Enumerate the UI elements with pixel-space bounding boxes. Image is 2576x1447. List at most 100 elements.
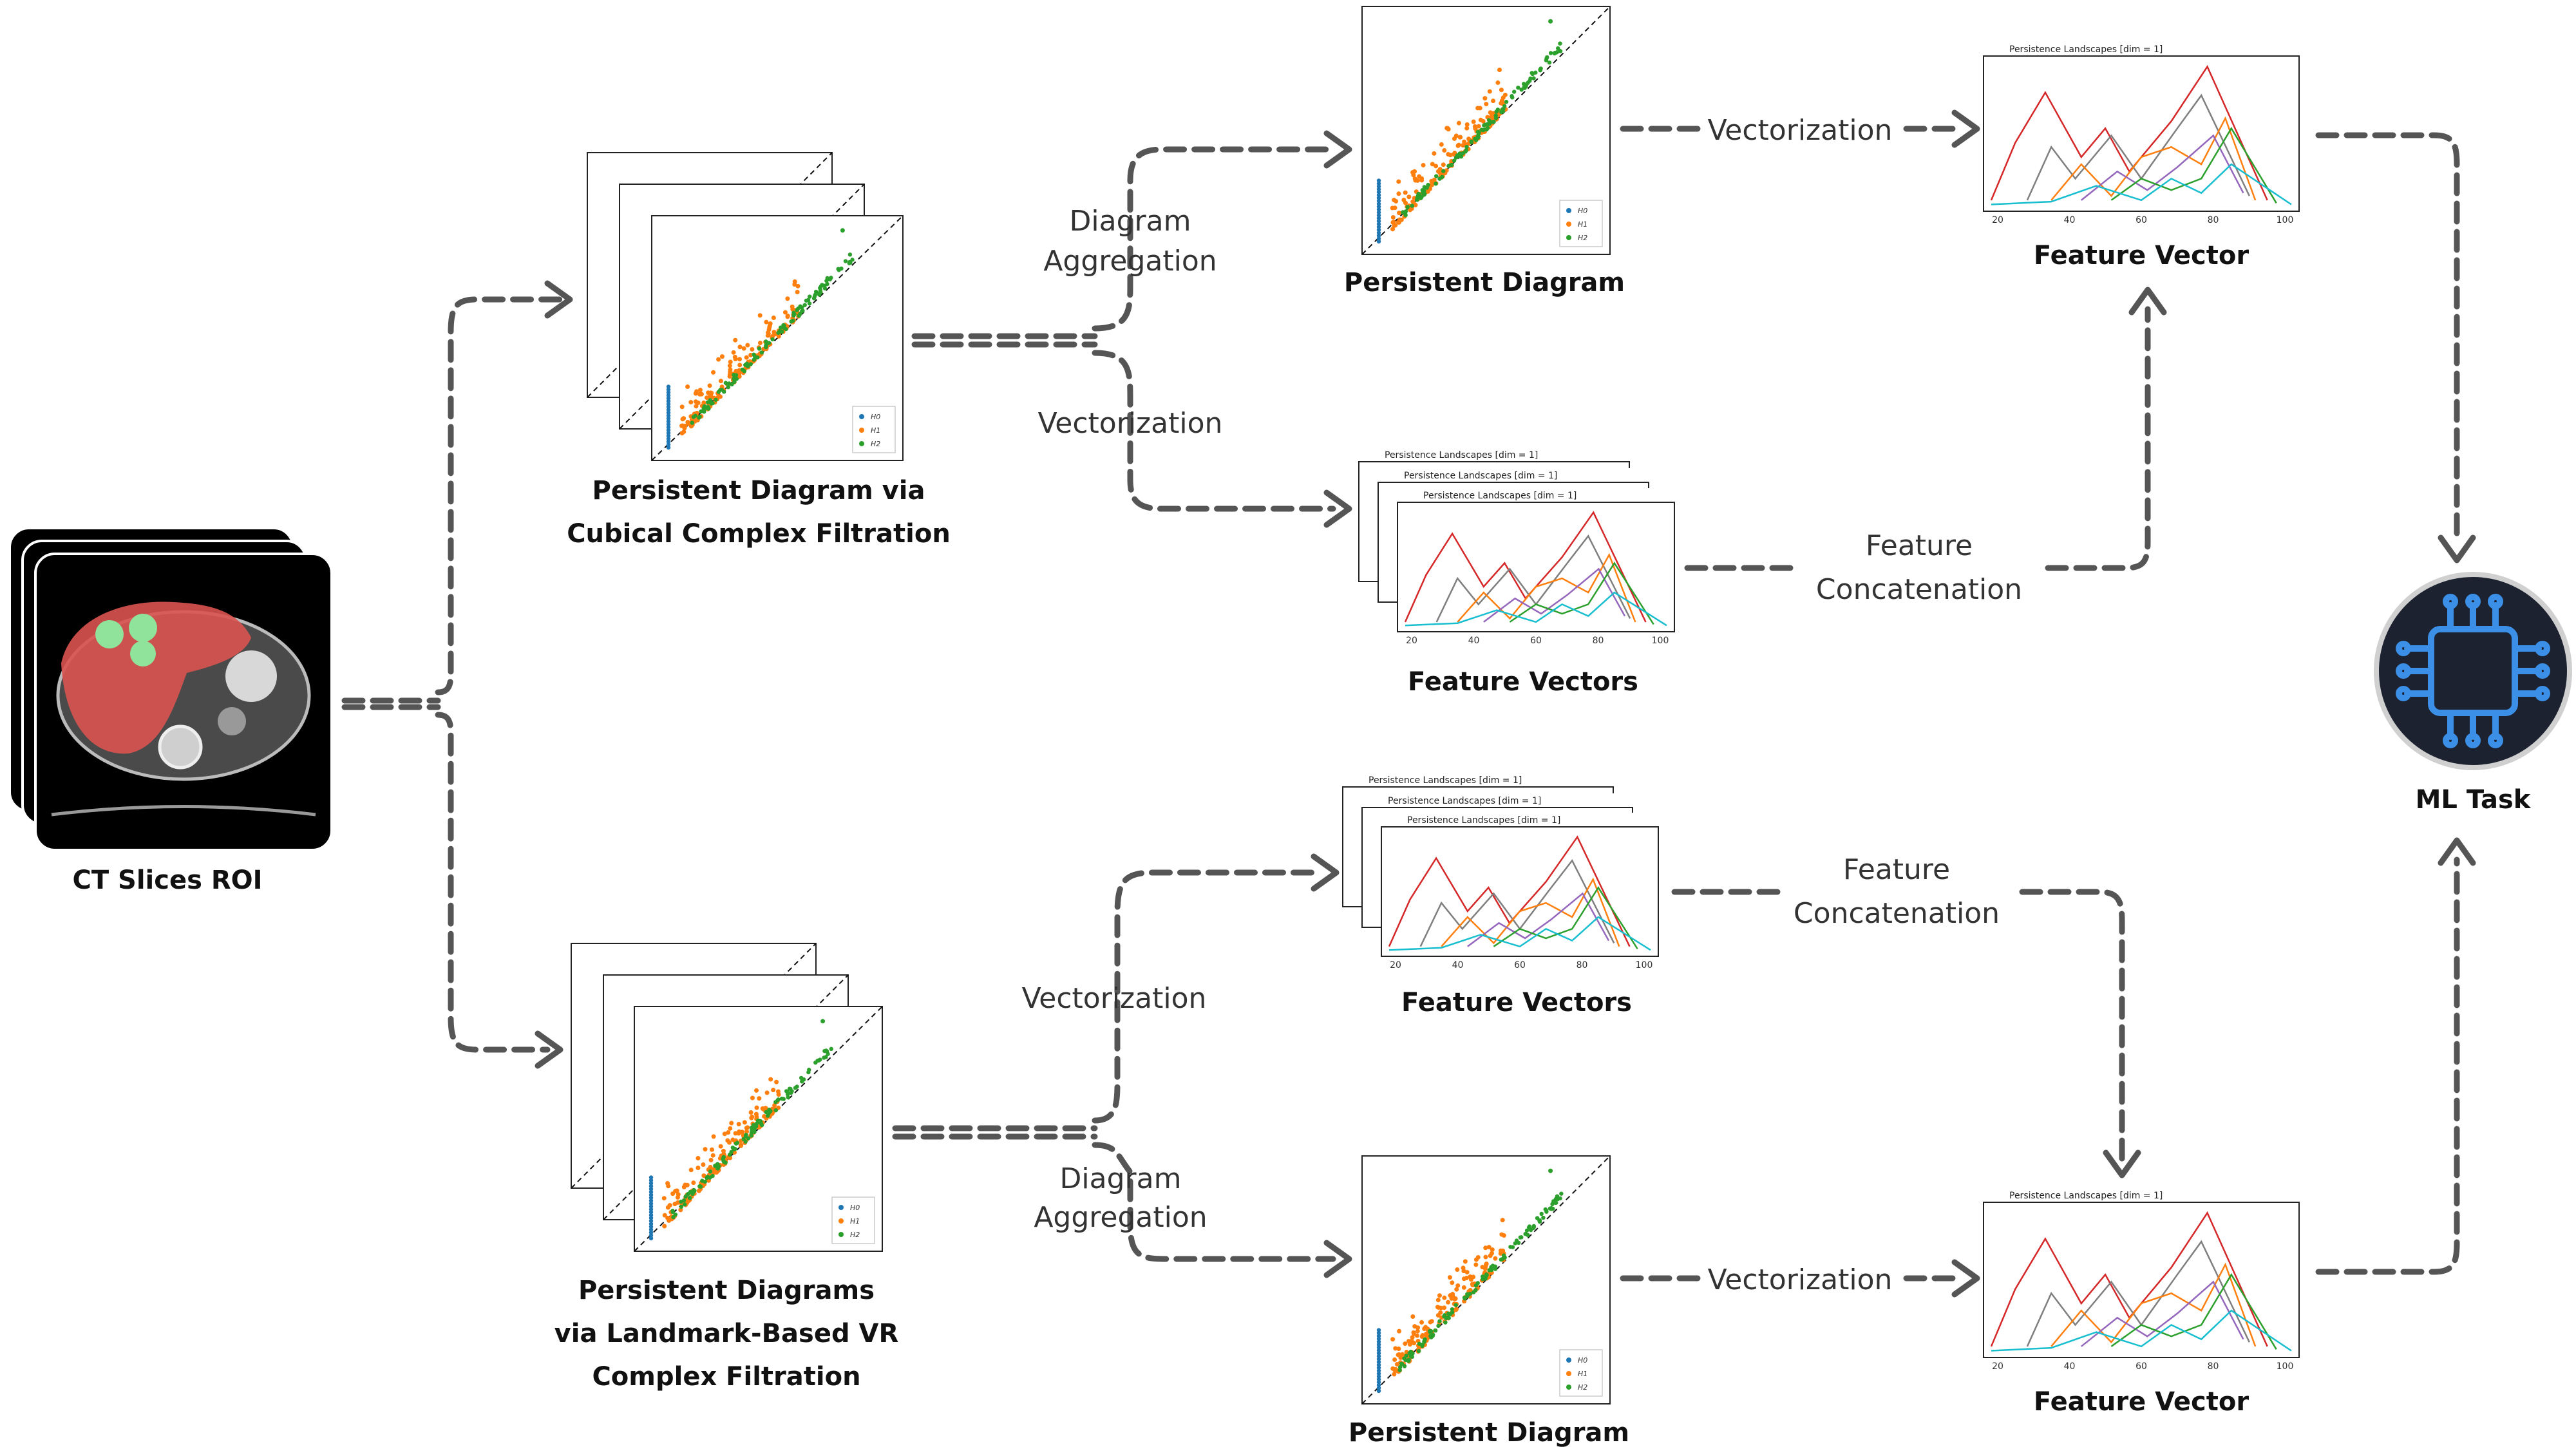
svg-text:40: 40 (2064, 215, 2076, 225)
edge-vec-bottom-upper: Vectorization (1022, 982, 1207, 1015)
pd-vr-label-2: via Landmark-Based VR (554, 1319, 899, 1348)
svg-text:Persistence Landscapes [dim =: Persistence Landscapes [dim = 1] (1368, 775, 1522, 786)
arrow-ct-to-vr (435, 712, 551, 1053)
connectors (341, 109, 2476, 1298)
fv-bottom-plot: Persistence Landscapes [dim = 1] 20 40 60 80… (1983, 1188, 2300, 1372)
ct-label: CT Slices ROI (72, 865, 262, 895)
edge-agg-bottom-2: Aggregation (1034, 1201, 1207, 1234)
svg-text:20: 20 (1992, 1361, 2003, 1372)
svg-text:H1: H1 (871, 426, 880, 435)
edge-concat-top-2: Concatenation (1816, 573, 2022, 606)
svg-text:20: 20 (1406, 636, 1417, 646)
svg-text:80: 80 (2208, 215, 2219, 225)
fv-top-plot: Persistence Landscapes [dim = 1] 20 40 60 80… (1983, 42, 2300, 225)
arrow-vec-bottom-upper (1092, 869, 1323, 1124)
svg-text:H0: H0 (1578, 207, 1587, 215)
lesion-marker (95, 620, 124, 648)
svg-text:H2: H2 (1578, 234, 1587, 242)
fvs-top-front: Persistence Landscapes [dim = 1] 20 40 60 80… (1397, 488, 1675, 646)
edge-concat-bottom-2: Concatenation (1794, 897, 2000, 930)
svg-text:H1: H1 (850, 1217, 860, 1225)
fv-bottom-node: Persistence Landscapes [dim = 1] 20 40 60 80… (1983, 1188, 2300, 1417)
fv-bottom-label: Feature Vector (2034, 1387, 2249, 1417)
ct-slices-node: CT Slices ROI (8, 527, 333, 895)
fvs-bottom-node: Persistence Landscapes [dim = 1] Persist… (1342, 773, 1659, 1017)
edge-labels: Diagram Aggregation Vectorization Vector… (1022, 114, 2022, 1296)
svg-text:100: 100 (1636, 960, 1653, 970)
pd-vr-label-1: Persistent Diagrams (578, 1276, 875, 1305)
svg-text:H2: H2 (1578, 1383, 1587, 1392)
svg-text:80: 80 (1577, 960, 1588, 970)
cpu-chip-icon (2396, 594, 2550, 748)
lesion-marker (129, 614, 157, 642)
arrow-concat-top-b (2045, 306, 2151, 571)
svg-text:H0: H0 (850, 1204, 860, 1212)
pd-cubical-label-1: Persistent Diagram via (592, 476, 925, 506)
fv-top-label: Feature Vector (2034, 241, 2249, 270)
pd-cubical-label-2: Cubical Complex Filtration (567, 519, 951, 549)
arrow-ct-to-cubical (435, 296, 564, 695)
fvs-bottom-front: Persistence Landscapes [dim = 1] 20 40 60 80… (1381, 813, 1659, 970)
svg-text:H1: H1 (1578, 1370, 1587, 1378)
edge-agg-top-2: Aggregation (1043, 245, 1217, 278)
svg-text:20: 20 (1992, 215, 2003, 225)
svg-text:H0: H0 (1578, 1356, 1587, 1365)
svg-text:20: 20 (1390, 960, 1401, 970)
svg-text:60: 60 (2136, 215, 2147, 225)
svg-text:80: 80 (1593, 636, 1604, 646)
svg-text:H2: H2 (850, 1231, 860, 1239)
edge-concat-top-1: Feature (1866, 529, 1973, 562)
fvs-bottom-label: Feature Vectors (1401, 988, 1632, 1017)
svg-text:Persistence Landscapes [dim =: Persistence Landscapes [dim = 1] (1404, 471, 1557, 481)
edge-agg-bottom-1: Diagram (1060, 1162, 1182, 1195)
svg-text:Persistence Landscapes [dim =: Persistence Landscapes [dim = 1] (1407, 815, 1560, 826)
ml-task-node: ML Task (2374, 572, 2572, 815)
svg-text:60: 60 (1530, 636, 1542, 646)
svg-text:H0: H0 (871, 413, 880, 421)
pd-top-label: Persistent Diagram (1344, 268, 1625, 298)
svg-text:100: 100 (2277, 1361, 2294, 1372)
svg-text:100: 100 (2277, 215, 2294, 225)
edge-vec-top-lower: Vectorization (1038, 407, 1223, 440)
svg-text:Persistence Landscapes [dim =: Persistence Landscapes [dim = 1] (2009, 1191, 2163, 1201)
svg-text:Persistence Landscapes [dim =: Persistence Landscapes [dim = 1] (1388, 796, 1541, 806)
edge-vec-top-right: Vectorization (1708, 114, 1893, 147)
arrow-fv-bottom-to-ml (2315, 856, 2460, 1275)
arrow-agg-top (1092, 146, 1336, 332)
arrow-fv-top-to-ml (2315, 132, 2460, 544)
arrow-concat-bottom-b (2019, 889, 2125, 1162)
svg-text:40: 40 (1452, 960, 1464, 970)
svg-text:Persistence Landscapes [dim =: Persistence Landscapes [dim = 1] (2009, 44, 2163, 55)
arrow-vec-top-lower (1092, 350, 1336, 512)
edge-agg-top-1: Diagram (1070, 205, 1191, 238)
svg-text:40: 40 (2064, 1361, 2076, 1372)
ml-label: ML Task (2416, 785, 2532, 815)
edge-concat-bottom-1: Feature (1843, 853, 1950, 886)
svg-text:80: 80 (2208, 1361, 2219, 1372)
svg-text:100: 100 (1652, 636, 1669, 646)
fvs-top-label: Feature Vectors (1408, 667, 1638, 697)
svg-text:H1: H1 (1578, 220, 1587, 229)
svg-text:H2: H2 (871, 440, 880, 448)
fvs-top-node: Persistence Landscapes [dim = 1] Persist… (1358, 448, 1675, 697)
ml-bg (2374, 572, 2572, 770)
fv-top-node: Persistence Landscapes [dim = 1] 20 40 60 80… (1983, 42, 2300, 270)
svg-text:Persistence Landscapes [dim =: Persistence Landscapes [dim = 1] (1385, 450, 1538, 460)
svg-text:60: 60 (1514, 960, 1526, 970)
svg-text:Persistence Landscapes [dim =: Persistence Landscapes [dim = 1] (1423, 491, 1577, 501)
pd-bottom-label: Persistent Diagram (1349, 1418, 1629, 1447)
svg-text:40: 40 (1468, 636, 1480, 646)
svg-text:60: 60 (2136, 1361, 2147, 1372)
arrow-agg-bottom (1092, 1142, 1336, 1262)
pd-vr-label-3: Complex Filtration (592, 1362, 860, 1392)
edge-vec-bottom-right: Vectorization (1708, 1263, 1893, 1296)
